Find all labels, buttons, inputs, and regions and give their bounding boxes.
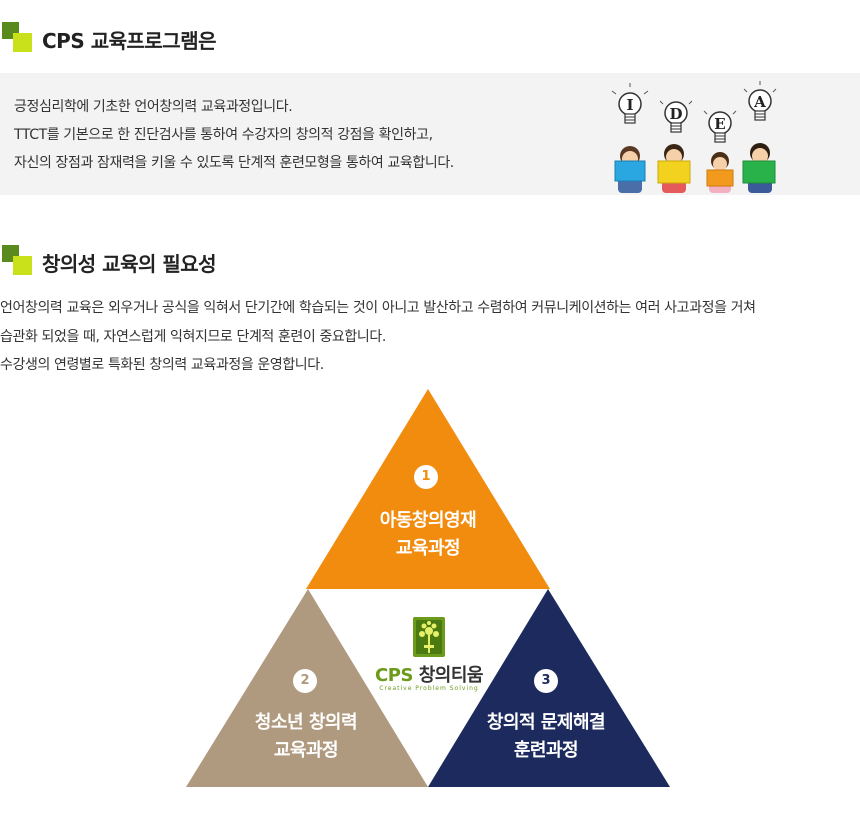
- title-square-icon: [2, 22, 36, 56]
- label-line: 교육과정: [395, 538, 461, 559]
- triangle-label-youth: 청소년 창의력 교육과정: [206, 709, 406, 765]
- kid-4: [742, 143, 776, 193]
- svg-text:A: A: [753, 93, 766, 111]
- title-square-icon: [2, 245, 36, 279]
- logo-cps: CPS: [375, 665, 413, 686]
- section-title-need: 창의성 교육의 필요성: [0, 242, 217, 282]
- number-badge: 3: [534, 669, 558, 693]
- tree-logo-icon: [413, 617, 445, 657]
- triangle-children: [306, 389, 550, 589]
- logo-subtitle: Creative Problem Solving: [379, 685, 479, 692]
- label-line: 청소년 창의력: [254, 712, 358, 733]
- kid-2: [657, 144, 691, 193]
- intro-line: TTCT를 기본으로 한 진단검사를 통하여 수강자의 창의적 강점을 확인하고…: [14, 127, 433, 143]
- label-line: 창의적 문제해결: [486, 712, 606, 733]
- svg-text:I: I: [626, 96, 633, 114]
- number-badge: 1: [414, 465, 438, 489]
- curriculum-triangle-diagram: 1 아동창의영재 교육과정 2 청소년 창의력 교육과정 3 창의적 문제해결 …: [186, 389, 670, 789]
- section-title-cps-program: CPS 교육프로그램은: [0, 19, 217, 59]
- number-badge: 2: [293, 669, 317, 693]
- intro-box: 긍정심리학에 기초한 언어창의력 교육과정입니다. TTCT를 기본으로 한 진…: [0, 73, 860, 195]
- bulb-a-icon: A: [743, 81, 777, 121]
- logo-text: CPS 창의티움: [370, 661, 488, 687]
- label-line: 훈련과정: [513, 740, 579, 761]
- need-description: 언어창의력 교육은 외우거나 공식을 익혀서 단기간에 학습되는 것이 아니고 …: [0, 294, 756, 380]
- bulb-i-icon: I: [611, 83, 649, 124]
- section-title-text: CPS 교육프로그램은: [42, 28, 217, 53]
- bulb-d-icon: D: [659, 100, 693, 133]
- bulb-e-icon: E: [703, 110, 737, 143]
- cps-logo: CPS 창의티움 Creative Problem Solving: [370, 617, 488, 697]
- logo-korean: 창의티움: [418, 665, 484, 686]
- need-line: 습관화 되었을 때, 자연스럽게 익혀지므로 단계적 훈련이 중요합니다.: [0, 328, 386, 345]
- kid-1: [614, 146, 646, 193]
- section-title-text: 창의성 교육의 필요성: [42, 251, 217, 276]
- intro-line: 긍정심리학에 기초한 언어창의력 교육과정입니다.: [14, 99, 293, 115]
- label-line: 교육과정: [273, 740, 339, 761]
- kid-3: [706, 152, 734, 193]
- intro-text: 긍정심리학에 기초한 언어창의력 교육과정입니다. TTCT를 기본으로 한 진…: [14, 93, 454, 177]
- triangle-label-children: 아동창의영재 교육과정: [328, 507, 528, 563]
- svg-text:D: D: [669, 105, 682, 123]
- idea-kids-illustration: I D E A: [611, 81, 777, 193]
- need-line: 수강생의 연령별로 특화된 창의력 교육과정을 운영합니다.: [0, 357, 324, 373]
- intro-line: 자신의 장점과 잠재력을 키울 수 있도록 단계적 훈련모형을 통하여 교육합니…: [14, 155, 454, 171]
- need-line: 언어창의력 교육은 외우거나 공식을 익혀서 단기간에 학습되는 것이 아니고 …: [0, 300, 756, 316]
- triangle-label-problem-solving: 창의적 문제해결 훈련과정: [446, 709, 646, 765]
- label-line: 아동창의영재: [379, 510, 477, 531]
- svg-text:E: E: [714, 115, 725, 133]
